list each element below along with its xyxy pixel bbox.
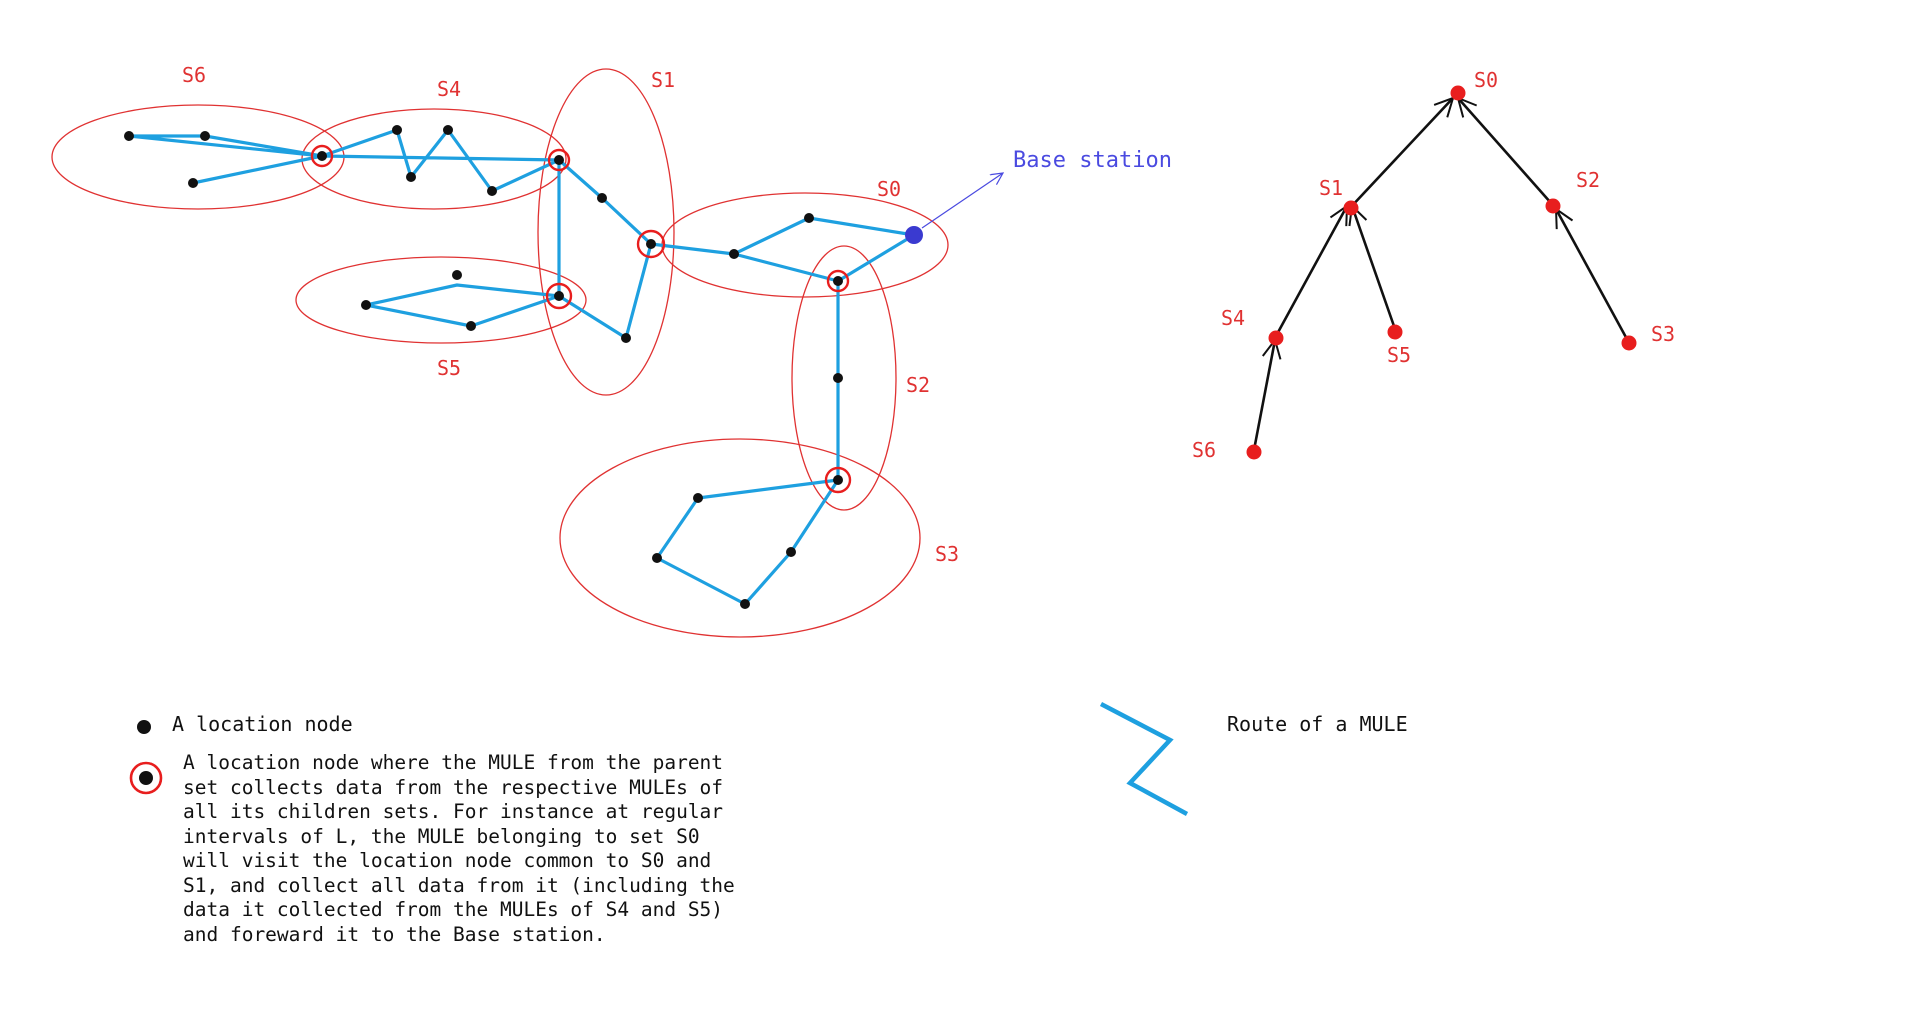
collection-ring-s6-s4 xyxy=(310,144,334,168)
tree-node-s5 xyxy=(1387,324,1403,340)
location-node xyxy=(833,276,843,286)
base-station-pointer-arrow xyxy=(921,173,1003,229)
location-node xyxy=(652,553,662,563)
collection-ring-s4-s1 xyxy=(547,148,571,172)
route-s6 xyxy=(127,134,324,185)
tree-label-s2: S2 xyxy=(1576,168,1600,192)
tree-label-s4: S4 xyxy=(1221,306,1245,330)
location-node xyxy=(406,172,416,182)
legend-collection-node-ring-icon xyxy=(129,761,163,795)
location-node xyxy=(554,155,564,165)
location-node xyxy=(317,151,327,161)
location-nodes xyxy=(124,125,843,609)
legend-location-node-icon xyxy=(137,720,151,734)
set-label-s2: S2 xyxy=(906,373,930,397)
route-s5 xyxy=(364,283,560,328)
legend: A location node Route of a MULE xyxy=(129,702,1408,816)
set-label-s3: S3 xyxy=(935,542,959,566)
set-label-s4: S4 xyxy=(437,77,461,101)
hierarchy-tree: S0 S1 S2 S4 S5 S3 S6 xyxy=(1192,68,1675,462)
set-ellipses xyxy=(51,68,949,638)
location-node xyxy=(804,213,814,223)
base-station-node xyxy=(905,226,923,244)
tree-edge-s1-s0 xyxy=(1348,98,1453,210)
base-station-label: Base station xyxy=(1013,148,1172,173)
location-node xyxy=(833,373,843,383)
collection-rings xyxy=(310,144,852,494)
route-s4 xyxy=(321,128,561,193)
set-s6-outline xyxy=(51,104,345,210)
location-node xyxy=(621,333,631,343)
mule-routes xyxy=(127,128,916,606)
legend-route-icon xyxy=(1099,702,1189,816)
legend-route-label: Route of a MULE xyxy=(1227,712,1408,736)
tree-node-s6 xyxy=(1246,444,1262,460)
location-node xyxy=(740,599,750,609)
location-node xyxy=(729,249,739,259)
collection-ring-s1-s0 xyxy=(636,229,666,259)
set-s3-outline xyxy=(559,438,921,638)
collection-ring-s3-s2 xyxy=(824,466,852,494)
collection-ring-s5-s1 xyxy=(545,282,573,310)
location-node xyxy=(487,186,497,196)
tree-label-s5: S5 xyxy=(1387,343,1411,367)
location-node xyxy=(597,193,607,203)
collection-ring-s2-s0 xyxy=(826,269,850,293)
location-node xyxy=(392,125,402,135)
location-node xyxy=(833,475,843,485)
location-node xyxy=(361,300,371,310)
tree-label-s6: S6 xyxy=(1192,438,1216,462)
tree-nodes xyxy=(1246,85,1637,460)
location-node xyxy=(646,239,656,249)
tree-edge-s3-s2 xyxy=(1554,209,1630,342)
tree-node-s3 xyxy=(1621,335,1637,351)
tree-node-s1 xyxy=(1343,200,1359,216)
tree-node-s0 xyxy=(1450,85,1466,101)
set-label-s0: S0 xyxy=(877,177,901,201)
location-node xyxy=(200,131,210,141)
tree-edge-s5-s1 xyxy=(1352,206,1397,330)
location-node xyxy=(466,321,476,331)
set-s2-outline xyxy=(791,245,897,511)
tree-label-s3: S3 xyxy=(1651,322,1675,346)
set-s0-outline xyxy=(661,192,949,298)
route-s1 xyxy=(557,158,653,340)
set-label-s6: S6 xyxy=(182,63,206,87)
set-label-s5: S5 xyxy=(437,356,461,380)
set-s5-outline xyxy=(295,256,587,344)
tree-label-s0: S0 xyxy=(1474,68,1498,92)
location-node xyxy=(452,270,462,280)
legend-collection-node-description: A location node where the MULE from the … xyxy=(183,751,735,946)
location-node xyxy=(188,178,198,188)
tree-edges xyxy=(1252,98,1630,451)
tree-label-s1: S1 xyxy=(1319,176,1343,200)
tree-edge-s4-s1 xyxy=(1274,206,1349,337)
legend-location-node-label: A location node xyxy=(172,712,353,736)
tree-edge-s2-s0 xyxy=(1458,98,1552,204)
route-s3 xyxy=(655,478,840,606)
tree-node-s2 xyxy=(1545,198,1561,214)
tree-edge-s6-s4 xyxy=(1252,340,1275,451)
legend-collection-node-dot-icon xyxy=(139,771,153,785)
location-node xyxy=(786,547,796,557)
location-node xyxy=(124,131,134,141)
tree-node-s4 xyxy=(1268,330,1284,346)
set-s1-outline xyxy=(537,68,675,396)
location-node xyxy=(443,125,453,135)
location-node xyxy=(693,493,703,503)
location-node xyxy=(554,291,564,301)
set-label-s1: S1 xyxy=(651,68,675,92)
